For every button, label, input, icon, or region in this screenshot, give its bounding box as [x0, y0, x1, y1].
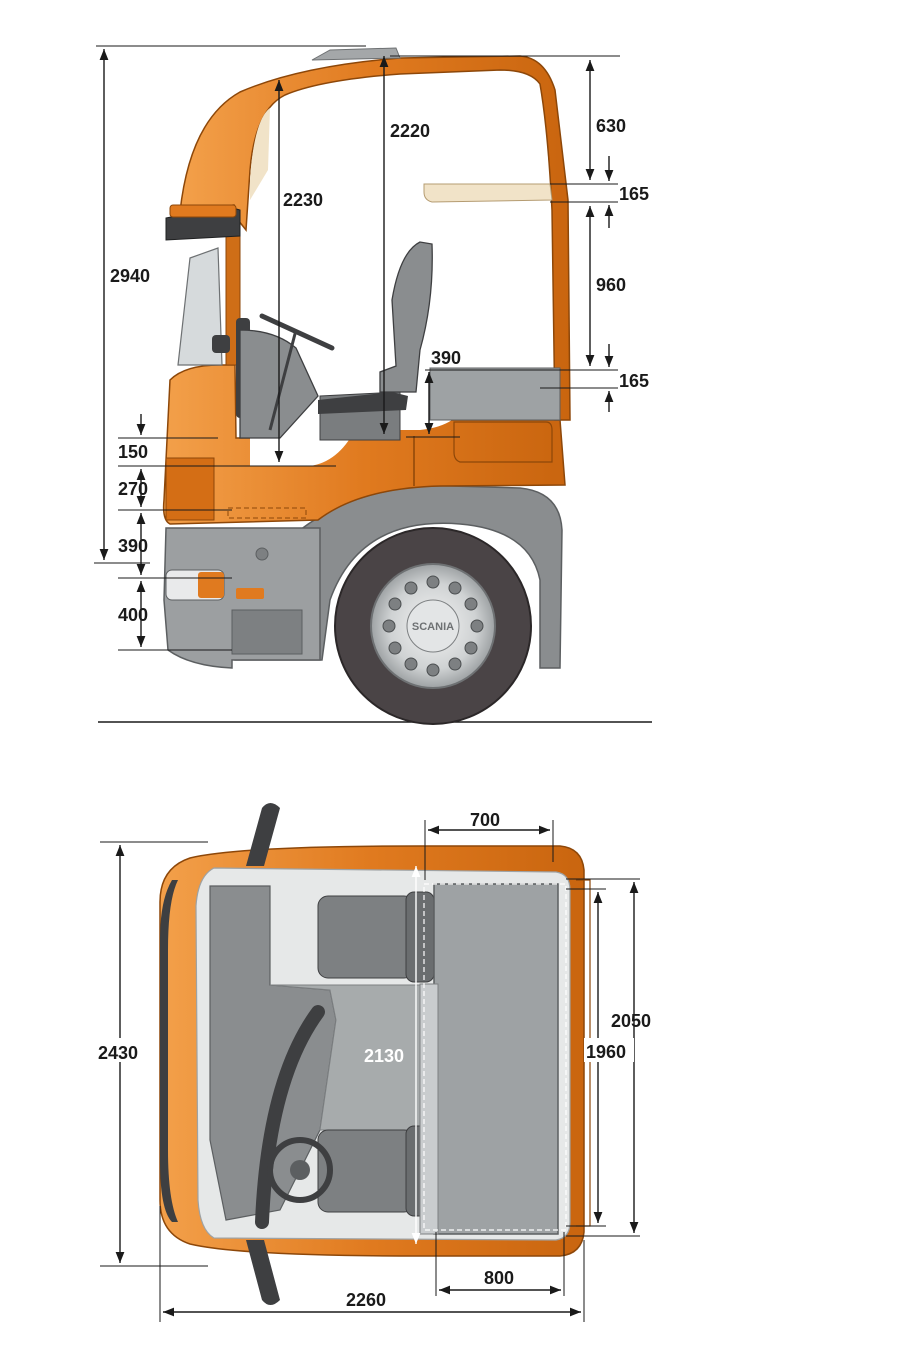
hub-cap	[406, 599, 460, 653]
label-shelf-thickness: 165	[619, 184, 649, 204]
steering-wheel-top	[267, 1137, 333, 1203]
label-interior-length: 2130	[364, 1046, 404, 1066]
label-bunk-depth-bottom: 800	[484, 1268, 514, 1288]
handle-knob	[255, 547, 269, 561]
visor-top	[169, 204, 237, 218]
top-view: 700 2430 2130 2050 1960 800 2260	[96, 803, 651, 1322]
steering-hub-top	[290, 1160, 310, 1180]
label-cab-length: 2430	[98, 1043, 138, 1063]
label-bunk-width-outer: 2050	[611, 1011, 651, 1031]
roof-spoiler	[311, 47, 401, 61]
front-grille	[165, 457, 215, 521]
label-step-1: 150	[118, 442, 148, 462]
side-mirror	[212, 335, 230, 353]
label-step-2: 270	[118, 479, 148, 499]
step-lower	[231, 609, 303, 655]
windscreen-edge	[160, 880, 178, 1222]
bunk-top	[433, 883, 559, 1235]
label-bunk-length: 390	[431, 348, 461, 368]
bunk-floor-strip	[419, 983, 439, 1235]
indicator-lamp	[198, 572, 224, 598]
windshield	[177, 247, 223, 366]
mirror-top-upper	[246, 803, 280, 866]
lower-bunk	[429, 367, 561, 421]
label-interior-rear: 2220	[390, 121, 430, 141]
upper-shelf	[423, 183, 553, 203]
label-shelf-to-bunk: 960	[596, 275, 626, 295]
side-marker-lamp	[236, 588, 264, 599]
label-step-3: 390	[118, 536, 148, 556]
wheel-nuts	[382, 575, 484, 677]
cab-frame	[179, 55, 571, 421]
side-view: SCANIA 2940 2230 2220 630 165 960 165	[94, 45, 652, 725]
label-roof-to-shelf: 630	[596, 116, 626, 136]
step-upper	[227, 507, 307, 519]
side-panel	[453, 421, 553, 463]
label-interior-front: 2230	[283, 190, 323, 210]
driver-seat	[379, 241, 433, 393]
passenger-seat-back	[405, 891, 435, 983]
label-bunk-width-inner: 1960	[586, 1042, 626, 1062]
label-bunk-thickness: 165	[619, 371, 649, 391]
label-overall-width: 2260	[346, 1290, 386, 1310]
mirror-top-lower	[246, 1240, 280, 1305]
label-total-height: 2940	[110, 266, 150, 286]
label-step-4: 400	[118, 605, 148, 625]
passenger-seat	[317, 895, 415, 979]
label-bunk-depth-top: 700	[470, 810, 500, 830]
dash-sweep	[255, 1005, 325, 1229]
wheel-hub-logo: SCANIA	[412, 621, 454, 633]
rear-wall-shade	[250, 108, 270, 200]
bunk-dashed	[423, 883, 567, 1231]
